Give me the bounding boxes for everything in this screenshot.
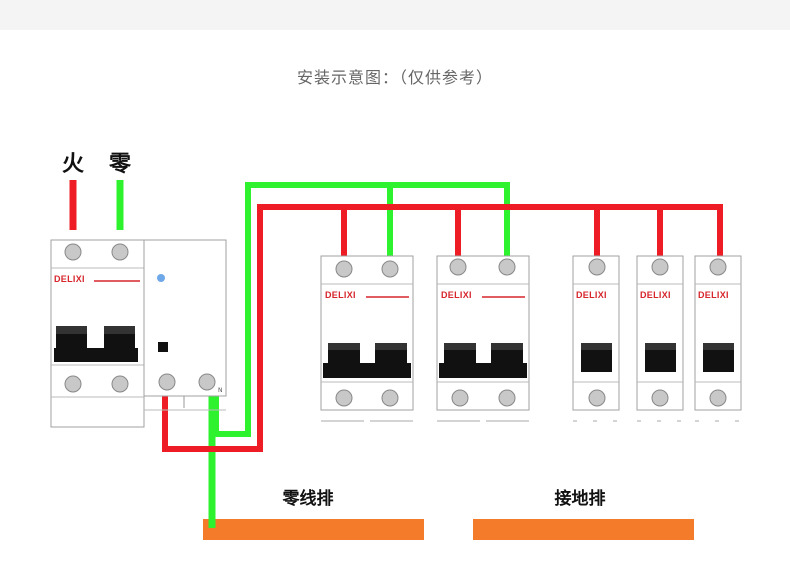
terminal [64, 243, 82, 261]
terminal [111, 243, 129, 261]
terminal [64, 375, 82, 393]
main-breaker: DELIXI [50, 239, 145, 428]
live-wires [69, 180, 723, 452]
brand-logo: DELIXI [325, 290, 356, 300]
handle-top [56, 326, 87, 334]
live-label: 火 [62, 152, 84, 177]
neutral-bus-bar [203, 519, 424, 540]
brand-logo: DELIXI [698, 290, 729, 300]
brand-logo: DELIXI [640, 290, 671, 300]
terminal [198, 373, 216, 391]
handle-bar [54, 348, 138, 362]
terminal [111, 375, 129, 393]
terminal [451, 389, 469, 407]
brand-logo: DELIXI [54, 274, 85, 284]
diagram-title: 安装示意图：（仅供参考） [296, 68, 493, 87]
neutral-label: 零 [108, 152, 132, 177]
branch-breaker-1p-c: DELIXI [694, 255, 742, 422]
terminal [588, 389, 606, 407]
branch-breaker-1p-a: DELIXI [572, 255, 620, 422]
terminal [651, 258, 669, 276]
neutral-wires [116, 180, 510, 528]
ground-bar-label: 接地排 [555, 488, 606, 509]
branch-breaker-2p-a: DELIXI [320, 255, 414, 422]
terminal [588, 258, 606, 276]
test-button [158, 342, 168, 352]
n-mark: N [218, 387, 223, 394]
terminal [381, 389, 399, 407]
neutral-bus-wire [213, 182, 510, 437]
branch-breaker-2p-b: DELIXI [436, 255, 530, 422]
terminal [498, 258, 516, 276]
branch-breaker-1p-b: DELIXI [636, 255, 684, 422]
top-bar [0, 0, 790, 30]
brand-logo: DELIXI [441, 290, 472, 300]
terminal [709, 258, 727, 276]
terminal [651, 389, 669, 407]
terminal [381, 260, 399, 278]
test-indicator [157, 274, 165, 282]
terminal [335, 260, 353, 278]
terminal [335, 389, 353, 407]
neutral-bar-label: 零线排 [282, 488, 334, 509]
terminal [498, 389, 516, 407]
brand-logo: DELIXI [576, 290, 607, 300]
terminal [449, 258, 467, 276]
ground-bus-bar [473, 519, 694, 540]
handle-top [104, 326, 135, 334]
terminal [158, 373, 176, 391]
rcd-module: N [143, 239, 227, 411]
terminal [709, 389, 727, 407]
live-bus-wire [162, 204, 723, 452]
